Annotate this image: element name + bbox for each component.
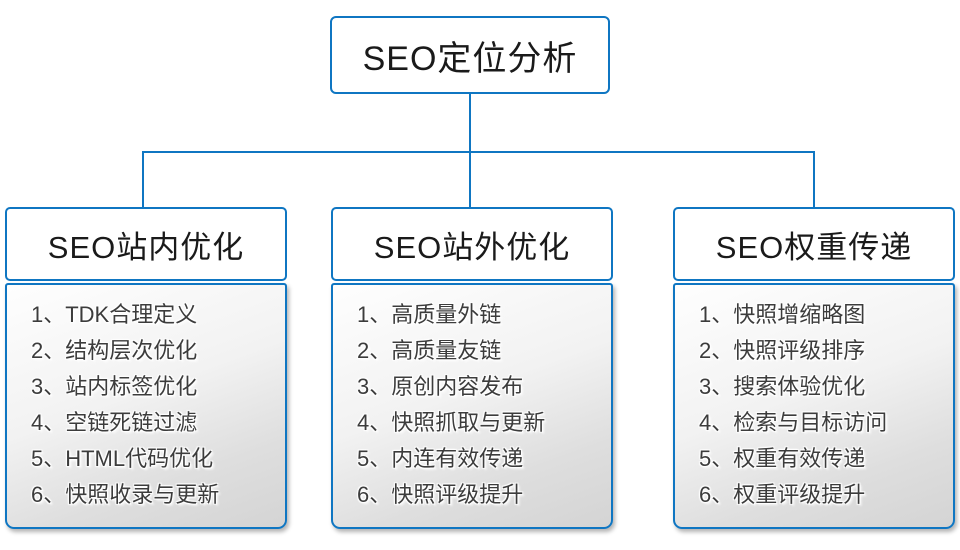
- connector-drop-middle: [469, 151, 471, 208]
- column-header-title: SEO站外优化: [373, 229, 571, 265]
- connector-branch-bar: [142, 151, 815, 153]
- list-item: 6、快照收录与更新: [31, 482, 220, 507]
- column-header: SEO权重传递: [673, 207, 955, 281]
- connector-root-stem: [469, 94, 471, 152]
- list-item: 4、检索与目标访问: [699, 410, 888, 435]
- connector-drop-left: [142, 151, 144, 208]
- list-item: 5、HTML代码优化: [31, 446, 214, 471]
- root-node: SEO定位分析: [330, 16, 610, 94]
- column-item-list: 1、快照增缩略图 2、快照评级排序 3、搜索体验优化 4、检索与目标访问 5、权…: [673, 283, 955, 529]
- list-item: 6、快照评级提升: [357, 482, 524, 507]
- column-onsite-optimization: SEO站内优化 1、TDK合理定义 2、结构层次优化 3、站内标签优化 4、空链…: [5, 207, 287, 529]
- list-item: 4、空链死链过滤: [31, 410, 198, 435]
- list-item: 5、内连有效传递: [357, 446, 524, 471]
- connector-drop-right: [813, 151, 815, 208]
- column-header: SEO站内优化: [5, 207, 287, 281]
- column-item-list: 1、TDK合理定义 2、结构层次优化 3、站内标签优化 4、空链死链过滤 5、H…: [5, 283, 287, 529]
- list-item: 3、原创内容发布: [357, 374, 524, 399]
- column-item-list: 1、高质量外链 2、高质量友链 3、原创内容发布 4、快照抓取与更新 5、内连有…: [331, 283, 613, 529]
- column-offsite-optimization: SEO站外优化 1、高质量外链 2、高质量友链 3、原创内容发布 4、快照抓取与…: [331, 207, 613, 529]
- column-header-title: SEO权重传递: [715, 229, 913, 265]
- list-item: 1、快照增缩略图: [699, 302, 866, 327]
- list-item: 5、权重有效传递: [699, 446, 866, 471]
- root-node-title: SEO定位分析: [362, 39, 578, 78]
- list-item: 1、TDK合理定义: [31, 302, 198, 327]
- list-item: 2、结构层次优化: [31, 338, 198, 363]
- column-header-title: SEO站内优化: [47, 229, 245, 265]
- list-item: 6、权重评级提升: [699, 482, 866, 507]
- list-item: 3、站内标签优化: [31, 374, 198, 399]
- list-item: 2、高质量友链: [357, 338, 502, 363]
- list-item: 4、快照抓取与更新: [357, 410, 546, 435]
- list-item: 2、快照评级排序: [699, 338, 866, 363]
- column-weight-transfer: SEO权重传递 1、快照增缩略图 2、快照评级排序 3、搜索体验优化 4、检索与…: [673, 207, 955, 529]
- column-header: SEO站外优化: [331, 207, 613, 281]
- list-item: 1、高质量外链: [357, 302, 502, 327]
- list-item: 3、搜索体验优化: [699, 374, 866, 399]
